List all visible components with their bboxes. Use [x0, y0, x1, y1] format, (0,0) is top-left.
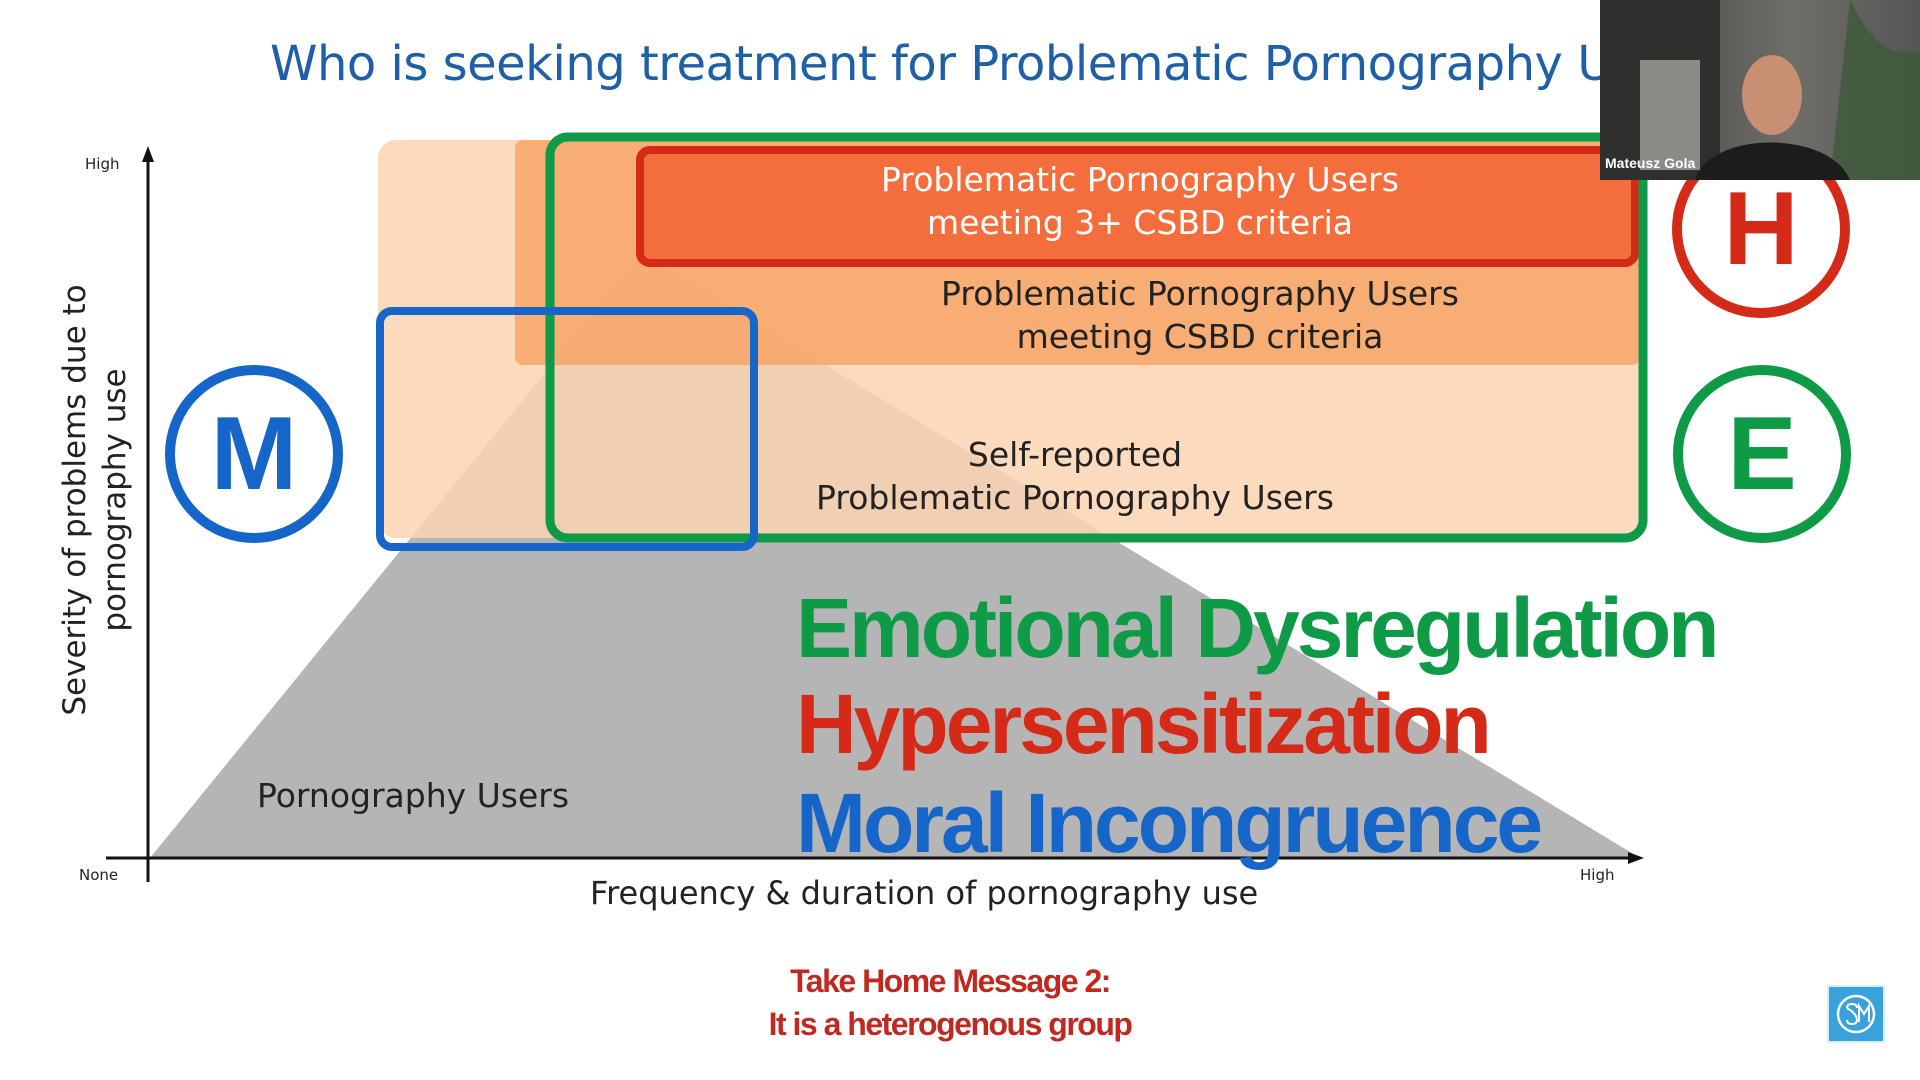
y-axis-high-label: High — [85, 155, 120, 173]
csbd-3plus-box — [636, 146, 1639, 267]
ssm-logo-icon — [1836, 994, 1876, 1034]
ssm-logo — [1827, 985, 1885, 1043]
pornography-users-label: Pornography Users — [257, 776, 570, 815]
meeting-csbd-line2: meeting CSBD criteria — [1016, 317, 1384, 356]
take-home-line1: Take Home Message 2: — [790, 963, 1111, 999]
emotional-box — [545, 132, 1648, 543]
slide-title: Who is seeking treatment for Problematic… — [270, 36, 1706, 92]
moral-box — [376, 307, 758, 551]
hypersensitization-label: Hypersensitization — [796, 677, 1492, 771]
moral-incongruence-label: Moral Incongruence — [796, 776, 1543, 870]
meeting-3plus-line2: meeting 3+ CSBD criteria — [927, 203, 1353, 242]
meeting-3plus-label: Problematic Pornography Users meeting 3+… — [860, 158, 1420, 244]
take-home-message: Take Home Message 2: It is a heterogenou… — [640, 960, 1260, 1046]
webcam-participant-name: Mateusz Gola — [1605, 155, 1696, 171]
y-axis-arrow — [142, 146, 154, 162]
webcam-scene — [1600, 0, 1920, 180]
meeting-csbd-label: Problematic Pornography Users meeting CS… — [920, 272, 1480, 358]
webcam-video[interactable] — [1600, 0, 1920, 180]
self-reported-label: Self-reported Problematic Pornography Us… — [800, 433, 1350, 519]
x-axis-arrow — [1628, 852, 1644, 864]
emotional-dysregulation-label: Emotional Dysregulation — [796, 581, 1719, 675]
self-reported-line2: Problematic Pornography Users — [816, 478, 1334, 517]
y-axis-title: Severity of problems due to pornography … — [57, 284, 133, 716]
x-axis-title: Frequency & duration of pornography use — [590, 874, 1259, 912]
moral-circle-m: M — [165, 365, 343, 543]
meeting-3plus-line1: Problematic Pornography Users — [881, 160, 1399, 199]
self-reported-line1: Self-reported — [967, 435, 1183, 474]
x-axis-none-label: None — [79, 866, 119, 884]
take-home-line2: It is a heterogenous group — [768, 1006, 1133, 1042]
meeting-csbd-line1: Problematic Pornography Users — [941, 274, 1459, 313]
x-axis-high-label: High — [1580, 866, 1615, 884]
emotional-circle-e: E — [1673, 365, 1851, 543]
